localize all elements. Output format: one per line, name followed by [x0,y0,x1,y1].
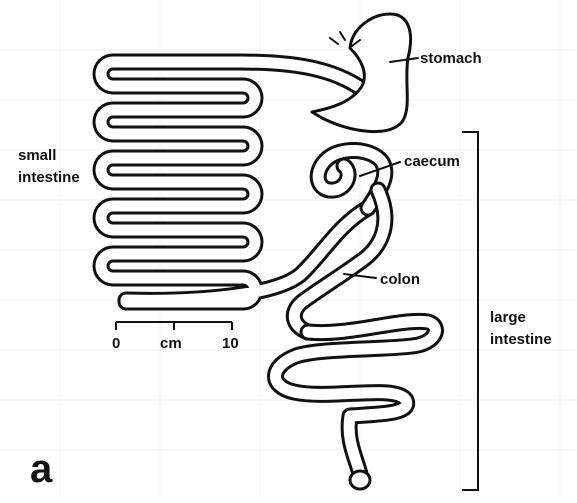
scale-bar: 0 cm 10 [112,322,239,352]
stomach-label: stomach [420,50,482,67]
scale-unit-label: cm [160,335,182,352]
large-intestine-label-line2: intestine [490,331,552,348]
panel-label: a [30,447,53,491]
large-intestine-label-line1: large [490,309,526,326]
large-intestine-bracket [462,132,478,490]
small-intestine-label-line1: small [18,147,56,164]
small-intestine-label-line2: intestine [18,169,80,186]
caecum-label: caecum [404,153,460,170]
large-intestine-loops [275,321,435,489]
scale-tick-0: 0 [112,335,120,352]
colon-label: colon [380,271,420,288]
scale-tick-10: 10 [222,335,239,352]
